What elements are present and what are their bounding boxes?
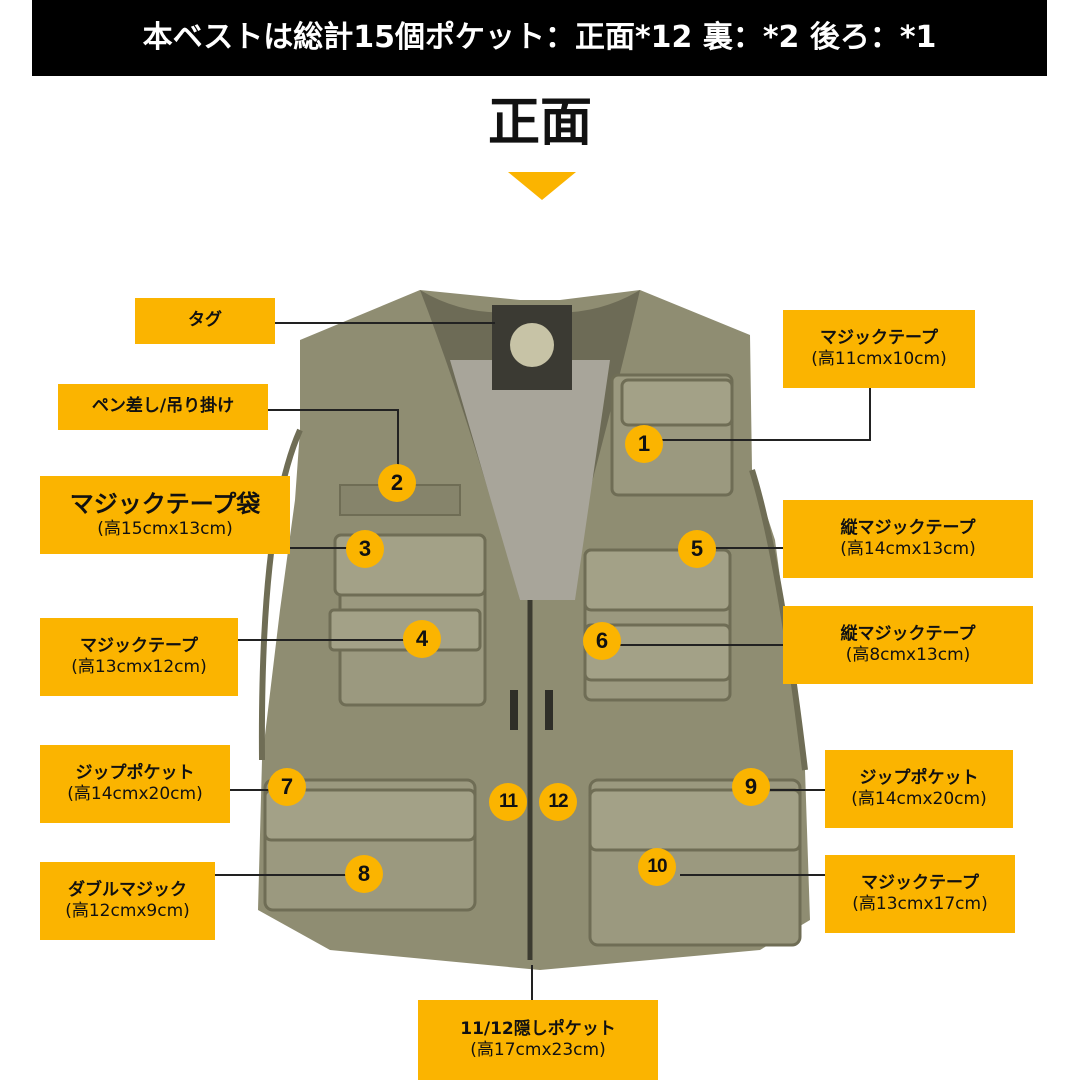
label-pen-holder-title: ペン差し/吊り掛け <box>91 396 235 417</box>
pocket-badge-4: 4 <box>403 620 441 658</box>
pocket-badge-5: 5 <box>678 530 716 568</box>
label-vertical-velcro-1-size: (高14cmx13cm) <box>840 539 976 559</box>
label-double-magic: ダブルマジック (高12cmx9cm) <box>40 862 215 940</box>
label-vertical-velcro-2-title: 縦マジックテープ <box>840 623 976 644</box>
down-arrow-icon <box>508 172 576 200</box>
label-right-velcro-bottom: マジックテープ (高13cmx17cm) <box>825 855 1015 933</box>
pocket-badge-11: 11 <box>489 783 527 821</box>
label-pen-holder: ペン差し/吊り掛け <box>58 384 268 430</box>
label-vertical-velcro-2: 縦マジックテープ (高8cmx13cm) <box>783 606 1033 684</box>
label-right-zip: ジップポケット (高14cmx20cm) <box>825 750 1013 828</box>
label-left-velcro-title: マジックテープ <box>80 635 198 656</box>
label-right-velcro-top: マジックテープ (高11cmx10cm) <box>783 310 975 388</box>
label-right-velcro-bottom-title: マジックテープ <box>861 872 979 893</box>
pocket-badge-1: 1 <box>625 425 663 463</box>
label-right-velcro-bottom-size: (高13cmx17cm) <box>852 894 988 914</box>
label-vertical-velcro-1: 縦マジックテープ (高14cmx13cm) <box>783 500 1033 578</box>
pocket-badge-12: 12 <box>539 783 577 821</box>
label-right-velcro-top-title: マジックテープ <box>820 327 938 348</box>
label-left-zip: ジップポケット (高14cmx20cm) <box>40 745 230 823</box>
label-right-zip-size: (高14cmx20cm) <box>851 789 987 809</box>
label-tag: タグ <box>135 298 275 344</box>
pocket-badge-8: 8 <box>345 855 383 893</box>
label-left-zip-title: ジップポケット <box>75 762 195 783</box>
header-banner: 本ベストは総計15個ポケット：正面*12 裏：*2 後ろ：*1 <box>32 0 1047 76</box>
label-double-magic-title: ダブルマジック <box>68 879 187 900</box>
pocket-badge-7: 7 <box>268 768 306 806</box>
label-hidden-pocket-size: (高17cmx23cm) <box>470 1040 606 1060</box>
pocket-badge-10: 10 <box>638 848 676 886</box>
label-right-zip-title: ジップポケット <box>859 767 979 788</box>
front-title: 正面 <box>487 93 592 153</box>
label-velcro-bag-title: マジックテープ袋 <box>69 490 261 519</box>
label-left-velcro-size: (高13cmx12cm) <box>71 657 207 677</box>
label-left-zip-size: (高14cmx20cm) <box>67 784 203 804</box>
label-hidden-pocket: 11/12隠しポケット (高17cmx23cm) <box>418 1000 658 1080</box>
label-tag-title: タグ <box>188 310 222 331</box>
label-vertical-velcro-1-title: 縦マジックテープ <box>840 517 976 538</box>
label-velcro-bag-size: (高15cmx13cm) <box>97 519 233 540</box>
label-vertical-velcro-2-size: (高8cmx13cm) <box>845 645 971 665</box>
pocket-badge-6: 6 <box>583 622 621 660</box>
pocket-badge-2: 2 <box>378 464 416 502</box>
label-velcro-bag: マジックテープ袋 (高15cmx13cm) <box>40 476 290 554</box>
label-double-magic-size: (高12cmx9cm) <box>65 901 190 921</box>
label-hidden-pocket-title: 11/12隠しポケット <box>460 1018 616 1039</box>
label-right-velcro-top-size: (高11cmx10cm) <box>811 349 947 369</box>
pocket-badge-3: 3 <box>346 530 384 568</box>
pocket-badge-9: 9 <box>732 768 770 806</box>
label-left-velcro: マジックテープ (高13cmx12cm) <box>40 618 238 696</box>
mesh-lining <box>450 360 610 600</box>
